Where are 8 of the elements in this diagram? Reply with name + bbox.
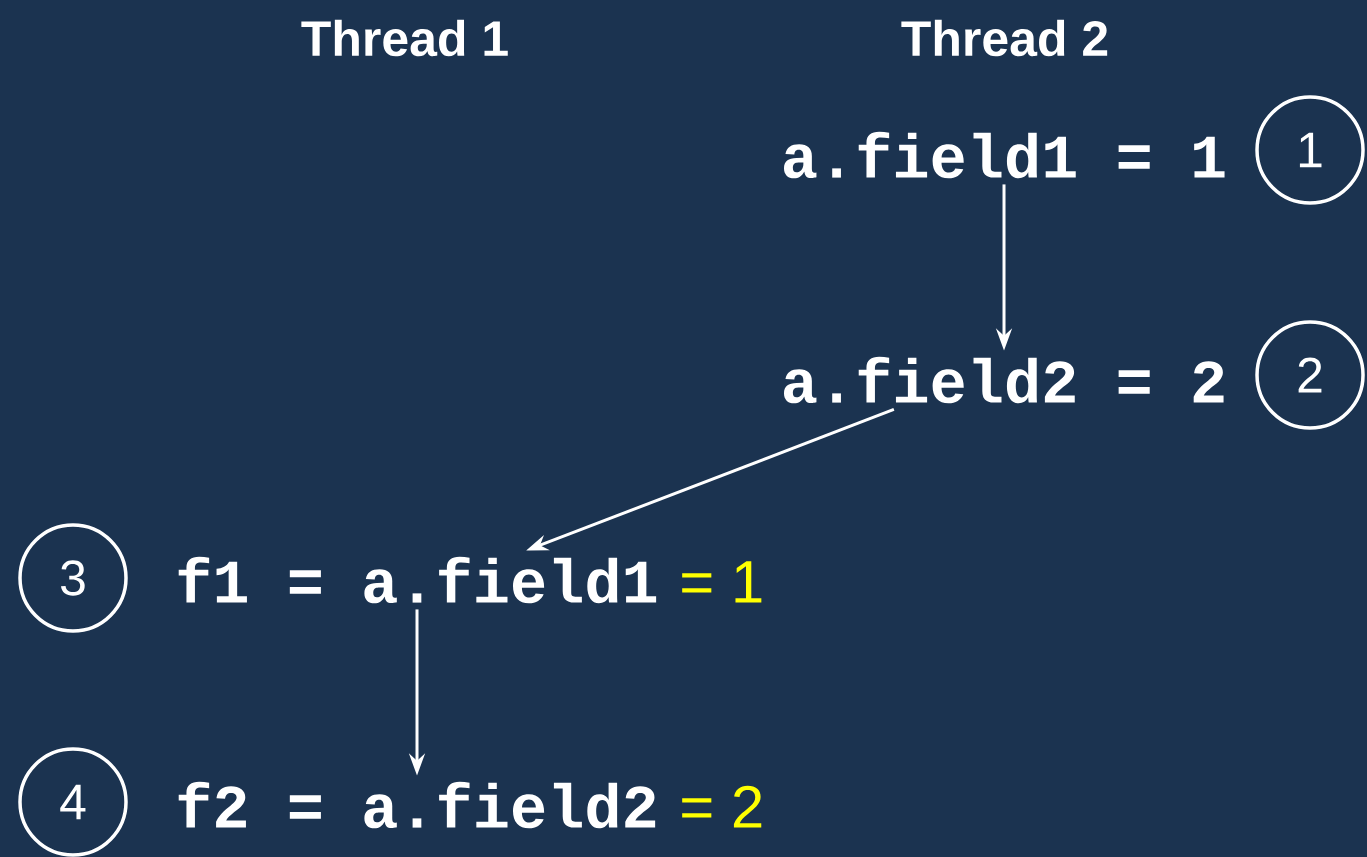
column-heading: Thread 1 <box>301 19 508 57</box>
value-label: = 2 <box>682 785 762 828</box>
code-statement: a.field1 = 1 <box>784 131 1225 179</box>
code-statement: f1 = a.field1 <box>178 556 657 604</box>
code-statement: f2 = a.field2 <box>178 781 656 829</box>
column-heading: Thread 2 <box>901 19 1108 57</box>
value-label: = 1 <box>682 561 762 603</box>
code-statement: a.field2 = 2 <box>784 356 1224 404</box>
